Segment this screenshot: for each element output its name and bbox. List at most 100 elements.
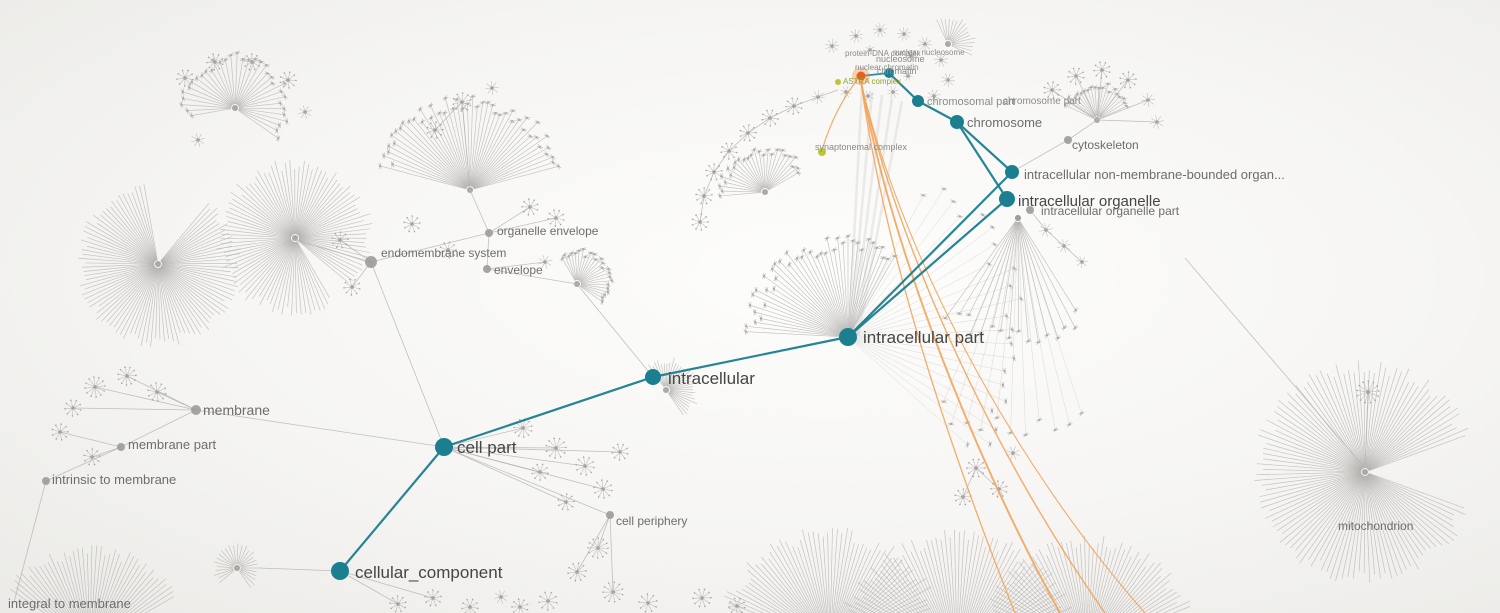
label-integral-to-membrane[interactable]: integral to membrane <box>8 596 131 611</box>
leaf-burst <box>705 163 723 181</box>
highlight-edge <box>339 446 445 572</box>
leaf-burst <box>905 50 917 62</box>
leaf-burst <box>739 124 757 142</box>
label-cellular-component[interactable]: cellular_component <box>355 563 503 582</box>
green-node[interactable] <box>835 79 841 85</box>
graph-edge <box>94 386 197 411</box>
label-chromosome-part[interactable]: chromosome part <box>1003 96 1081 107</box>
node-nucleosome_hub[interactable] <box>884 68 894 78</box>
graph-edge <box>45 446 122 482</box>
gray-node[interactable] <box>42 477 50 485</box>
label-nucleosome[interactable]: nucleosome <box>876 54 925 64</box>
graph-edge <box>486 261 546 270</box>
label-chromosome[interactable]: chromosome <box>967 115 1042 130</box>
leaf-fan <box>9 545 174 613</box>
graph-edge <box>747 117 771 134</box>
graph-edge <box>434 101 463 131</box>
node-cellular_component[interactable] <box>331 562 349 580</box>
node-chromosomal_part[interactable] <box>912 95 924 107</box>
leaf-burst <box>587 537 609 559</box>
node-intracellular[interactable] <box>645 369 661 385</box>
bundle-edge <box>854 97 894 336</box>
leaf-fan <box>940 215 1085 438</box>
leaf-burst <box>934 52 948 67</box>
leaf-burst <box>761 109 779 127</box>
label-cell-part[interactable]: cell part <box>457 438 517 457</box>
gray-node[interactable] <box>483 265 491 273</box>
leaf-burst <box>927 89 941 103</box>
label-nuclear-nucleosome[interactable]: nuclear nucleosome <box>893 48 965 57</box>
label-nuclear-chromatin[interactable]: nuclear chromatin <box>855 63 919 72</box>
label-cell-periphery[interactable]: cell periphery <box>616 514 687 528</box>
graph-edge <box>13 480 47 603</box>
orange-highlight-edge <box>821 79 858 151</box>
label-protein-dna-complex[interactable]: protein-DNA complex <box>845 49 921 58</box>
leaf-fan <box>78 183 241 348</box>
leaf-burst <box>611 443 629 461</box>
leaf-burst <box>691 213 709 231</box>
leaf-burst <box>695 187 713 205</box>
labels: integral to membrane intrinsic to membran… <box>8 48 1413 611</box>
leaf-burst <box>1039 223 1053 237</box>
leaf-burst <box>64 399 82 417</box>
gray-node[interactable] <box>365 256 377 268</box>
graph-edge <box>1184 257 1366 469</box>
graph-edge <box>120 409 197 448</box>
graph-edge <box>962 467 977 498</box>
label-intracellular-non-membrane-bounded-organ[interactable]: intracellular non-membrane-bounded organ… <box>1024 167 1285 182</box>
highlight-edge <box>847 198 1008 338</box>
label-organelle-envelope[interactable]: organelle envelope <box>497 224 599 238</box>
leaf-fan <box>378 93 562 193</box>
label-mitochondrion[interactable]: mitochondrion <box>1338 519 1413 533</box>
leaf-burst <box>1141 93 1155 107</box>
graph-edge <box>294 239 372 263</box>
green-node[interactable] <box>818 148 826 156</box>
gray-node[interactable] <box>485 229 493 237</box>
leaf-burst <box>785 97 803 115</box>
leaf-burst <box>279 71 297 89</box>
label-cytoskeleton[interactable]: cytoskeleton <box>1072 138 1139 152</box>
leaf-fan <box>1254 360 1469 583</box>
leaf-burst <box>811 90 825 104</box>
node-cell_part[interactable] <box>435 438 453 456</box>
label-intrinsic-to-membrane[interactable]: intrinsic to membrane <box>52 472 176 487</box>
selected-node[interactable] <box>856 71 866 81</box>
node-chromosome[interactable] <box>950 115 964 129</box>
gray-node[interactable] <box>606 511 614 519</box>
label-intracellular-organelle-part[interactable]: intracellular organelle part <box>1041 204 1180 218</box>
leaf-burst <box>1356 380 1380 404</box>
gray-node[interactable] <box>117 443 125 451</box>
leaf-burst <box>439 241 457 259</box>
gray-node[interactable] <box>191 405 201 415</box>
graph-edge <box>370 261 445 448</box>
label-chromatin[interactable]: chromatin <box>877 66 917 76</box>
gray-node[interactable] <box>1064 136 1072 144</box>
node-intracellular_part[interactable] <box>839 328 857 346</box>
bundled-edges <box>847 87 904 337</box>
label-endomembrane-system[interactable]: endomembrane system <box>381 246 506 260</box>
leaf-burst <box>538 255 552 269</box>
label-synaptonemal-complex[interactable]: synaptonemal complex <box>815 142 908 152</box>
gray-node[interactable] <box>1026 206 1034 214</box>
label-intracellular-organelle[interactable]: intracellular organelle <box>1018 193 1161 210</box>
graph-edge <box>91 446 122 458</box>
label-astra-complex[interactable]: ASTRA complex <box>843 77 901 86</box>
node-intracellular_nmb_organelle[interactable] <box>1005 165 1019 179</box>
leaf-fan <box>216 160 373 316</box>
graph-edge <box>443 446 586 467</box>
leaf-fan <box>717 146 802 200</box>
leaf-burst <box>941 73 955 88</box>
leaf-burst <box>494 590 508 604</box>
label-membrane[interactable]: membrane <box>203 402 270 418</box>
graph-edge <box>1029 209 1047 231</box>
label-envelope[interactable]: envelope <box>494 263 543 277</box>
node-intracellular_organelle[interactable] <box>999 191 1015 207</box>
label-intracellular-part[interactable]: intracellular part <box>863 328 984 347</box>
leaf-bursts <box>51 22 1380 613</box>
label-membrane-part[interactable]: membrane part <box>128 437 217 452</box>
leaf-burst <box>918 37 932 52</box>
label-chromosomal-part[interactable]: chromosomal part <box>927 96 1015 108</box>
label-intracellular[interactable]: intracellular <box>668 369 755 388</box>
bundle-edge <box>851 94 884 335</box>
